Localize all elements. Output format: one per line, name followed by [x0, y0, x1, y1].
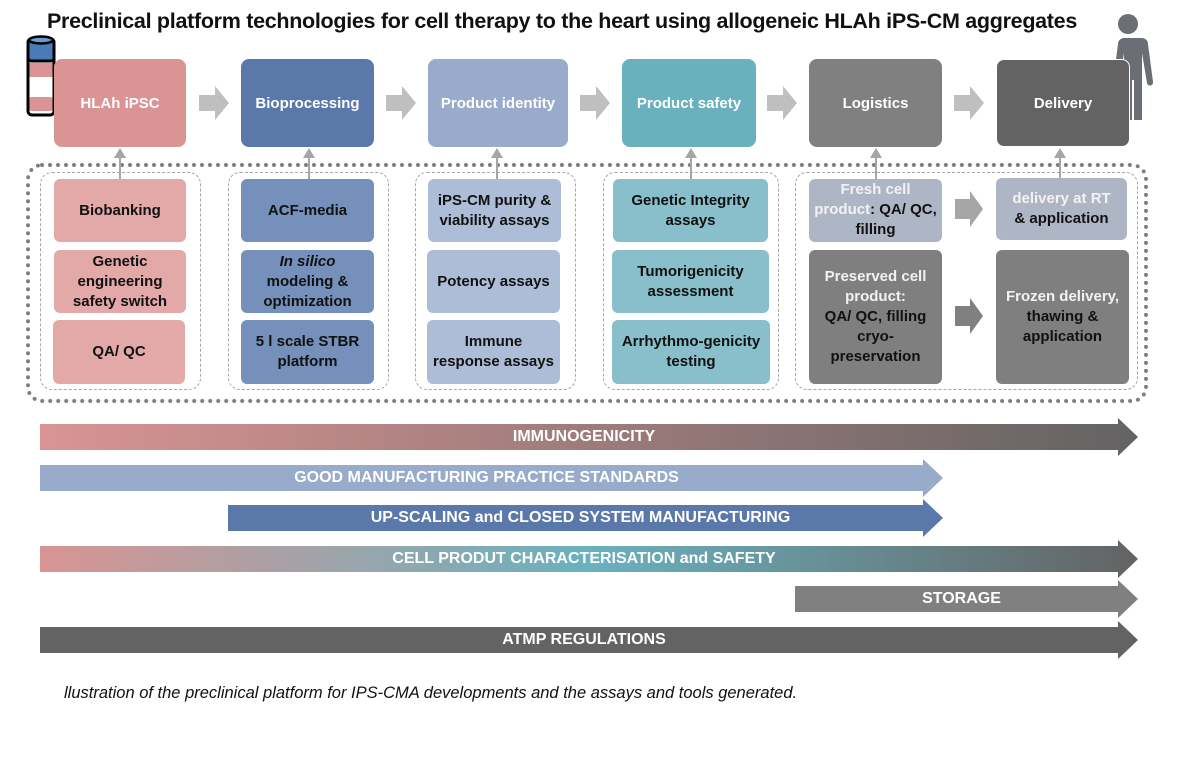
group-identity — [415, 172, 576, 390]
up-arrow-icon — [491, 148, 503, 182]
item-purity-viability: iPS-CM purity & viability assays — [428, 179, 561, 242]
band-atmp-arrow — [40, 621, 1138, 659]
vial-icon — [26, 35, 56, 117]
item-potency: Potency assays — [427, 250, 560, 313]
stage-logistics: Logistics — [809, 59, 942, 147]
item-genetic-integrity: Genetic Integrity assays — [613, 179, 768, 242]
stage-hlah-ipsc: HLAh iPSC — [54, 59, 186, 147]
logistics-arrow-icon — [955, 298, 983, 334]
band-atmp: ATMP REGULATIONS — [40, 621, 1138, 659]
up-arrow-icon — [114, 148, 126, 182]
band-gmp: GOOD MANUFACTURING PRACTICE STANDARDS — [40, 459, 943, 497]
band-storage: STORAGE — [795, 580, 1138, 618]
item-tumorigenicity: Tumorigenicity assessment — [612, 250, 769, 313]
item-in-silico-modeling: In silico modeling & optimization — [241, 250, 374, 313]
band-storage-label: STORAGE — [922, 590, 1001, 607]
band-upscaling-arrow — [228, 499, 943, 537]
frozen-label-b: thawing & application — [1022, 308, 1103, 345]
item-stbr-platform: 5 l scale STBR platform — [241, 320, 374, 384]
item-qa-qc: QA/ QC — [53, 320, 185, 384]
item-preserved-cell-product: Preserved cell product: QA/ QC, filling … — [809, 250, 942, 384]
band-atmp-label: ATMP REGULATIONS — [502, 631, 666, 648]
band-characterisation-arrow — [40, 540, 1138, 578]
item-fresh-cell-product: Fresh cell product: QA/ QC, filling — [809, 179, 942, 242]
rt-label-a: delivery at RT — [1012, 190, 1111, 207]
item-genetic-engineering: Genetic engineering safety switch — [54, 250, 186, 313]
platform-container — [26, 163, 1148, 403]
band-gmp-arrow — [40, 459, 943, 497]
item-in-silico-rest: modeling & optimization — [263, 272, 352, 310]
item-in-silico-italic: In silico — [279, 252, 336, 270]
stage-bioprocessing: Bioprocessing — [241, 59, 374, 147]
band-upscaling-label: UP-SCALING and CLOSED SYSTEM MANUFACTURI… — [370, 509, 791, 526]
stage-delivery: Delivery — [996, 59, 1130, 147]
band-characterisation: CELL PRODUT CHARACTERISATION and SAFETY — [40, 540, 1138, 578]
preserved-label-a: Preserved cell product: — [824, 268, 927, 305]
stage-product-identity: Product identity — [428, 59, 568, 147]
flow-arrow-icon — [580, 86, 610, 120]
flow-arrow-icon — [386, 86, 416, 120]
band-upscaling: UP-SCALING and CLOSED SYSTEM MANUFACTURI… — [228, 499, 943, 537]
stage-product-safety: Product safety — [622, 59, 756, 147]
item-acf-media: ACF-media — [241, 179, 374, 242]
flow-arrow-icon — [767, 86, 797, 120]
diagram-title: Preclinical platform technologies for ce… — [47, 9, 1077, 33]
up-arrow-icon — [685, 148, 697, 182]
group-logistics — [795, 172, 1138, 390]
preserved-label-b: QA/ QC, filling cryo-preservation — [824, 308, 927, 365]
item-frozen-delivery: Frozen delivery, thawing & application — [996, 250, 1129, 384]
figure-caption: llustration of the preclinical platform … — [64, 684, 798, 702]
up-arrow-icon — [1054, 148, 1066, 182]
up-arrow-icon — [870, 148, 882, 182]
band-immunogenicity-arrow — [40, 418, 1138, 456]
band-gmp-label: GOOD MANUFACTURING PRACTICE STANDARDS — [294, 469, 679, 486]
item-arrhythmogenicity: Arrhythmo-genicity testing — [612, 320, 770, 384]
fresh-label-b: : QA/ QC, filling — [855, 201, 937, 238]
flow-arrow-icon — [954, 86, 984, 120]
band-characterisation-label: CELL PRODUT CHARACTERISATION and SAFETY — [392, 550, 776, 567]
up-arrow-icon — [303, 148, 315, 182]
item-biobanking: Biobanking — [54, 179, 186, 242]
frozen-label-a: Frozen delivery, — [1005, 288, 1120, 305]
band-immunogenicity: IMMUNOGENICITY — [40, 418, 1138, 456]
flow-arrow-icon — [199, 86, 229, 120]
band-immunogenicity-label: IMMUNOGENICITY — [512, 428, 656, 445]
item-delivery-rt: delivery at RT & application — [996, 178, 1127, 240]
item-immune-response: Immune response assays — [427, 320, 560, 384]
logistics-arrow-icon — [955, 191, 983, 227]
band-storage-arrow — [795, 580, 1138, 618]
rt-label-b: & application — [1014, 210, 1109, 227]
fresh-label-a: Fresh cell product — [814, 181, 911, 218]
person-icon — [1112, 14, 1154, 120]
